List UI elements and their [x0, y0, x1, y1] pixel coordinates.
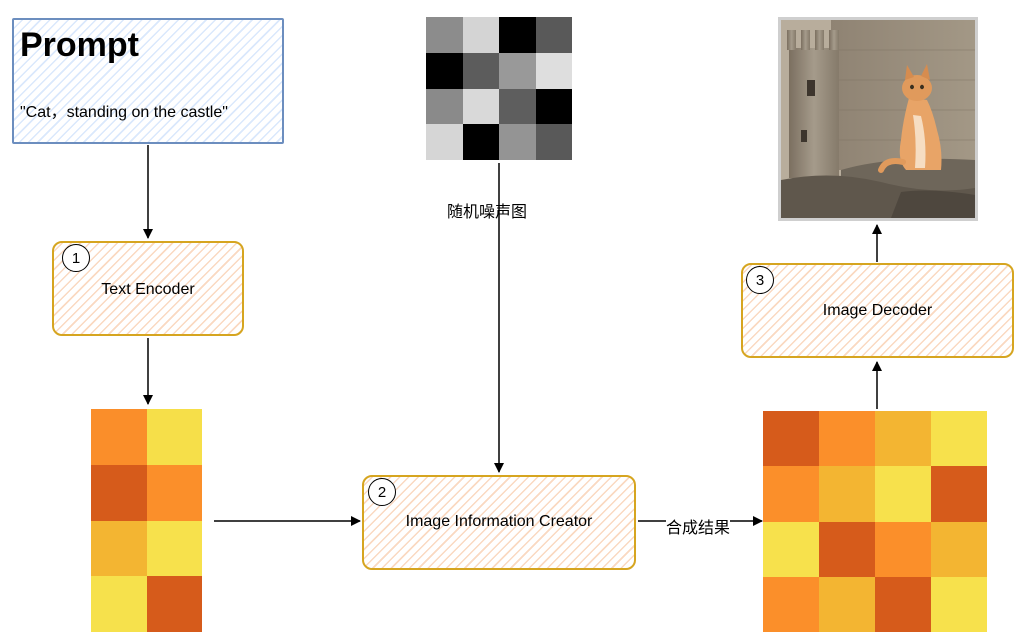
grid-cell: [91, 576, 147, 632]
grid-cell: [91, 464, 147, 521]
grid-cell: [462, 52, 499, 89]
grid-cell: [462, 17, 499, 53]
output-image: [778, 17, 978, 221]
image-information-creator-label: Image Information Creator: [405, 513, 593, 530]
grid-cell: [146, 409, 202, 465]
prompt-box: [12, 18, 284, 144]
grid-cell: [535, 17, 572, 53]
grid-cell: [535, 88, 572, 125]
image-decoder-box: [741, 263, 1014, 358]
grid-cell: [931, 576, 987, 632]
grid-cell: [875, 466, 931, 522]
step-2-badge: 2: [368, 478, 396, 506]
grid-cell: [462, 88, 499, 125]
noise-grid: [426, 17, 572, 160]
grid-cell: [146, 464, 202, 521]
grid-cell: [426, 17, 463, 53]
prompt-text: "Cat，standing on the castle": [20, 104, 228, 121]
grid-cell: [499, 52, 536, 89]
grid-cell: [426, 88, 463, 125]
grid-cell: [931, 466, 987, 522]
step-3-badge: 3: [746, 266, 774, 294]
grid-cell: [499, 17, 536, 53]
grid-cell: [819, 411, 875, 467]
image-information-creator-box: [362, 475, 636, 570]
grid-cell: [931, 521, 987, 577]
prompt-title: Prompt: [20, 26, 139, 64]
grid-cell: [462, 124, 499, 160]
grid-cell: [535, 52, 572, 89]
grid-cell: [931, 411, 987, 467]
grid-cell: [875, 521, 931, 577]
step-1-badge: 1: [62, 244, 90, 272]
grid-cell: [875, 576, 931, 632]
image-decoder-label: Image Decoder: [822, 302, 933, 319]
grid-cell: [819, 466, 875, 522]
grid-cell: [146, 520, 202, 577]
grid-cell: [763, 466, 819, 522]
grid-cell: [819, 521, 875, 577]
grid-cell: [499, 88, 536, 125]
grid-cell: [426, 52, 463, 89]
grid-cell: [763, 521, 819, 577]
text-encoder-label: Text Encoder: [101, 281, 195, 298]
grid-cell: [535, 124, 572, 160]
grid-cell: [763, 576, 819, 632]
noise-caption: 随机噪声图: [447, 204, 528, 221]
grid-cell: [426, 124, 463, 160]
output-caption: 合成结果: [666, 514, 731, 538]
cat-castle-illustration: [781, 20, 975, 218]
grid-cell: [819, 576, 875, 632]
grid-cell: [91, 520, 147, 577]
grid-cell: [91, 409, 147, 465]
grid-cell: [763, 411, 819, 467]
latent-grid: [763, 411, 987, 632]
grid-cell: [875, 411, 931, 467]
grid-cell: [499, 124, 536, 160]
grid-cell: [146, 576, 202, 632]
text-embedding-grid: [91, 409, 202, 632]
